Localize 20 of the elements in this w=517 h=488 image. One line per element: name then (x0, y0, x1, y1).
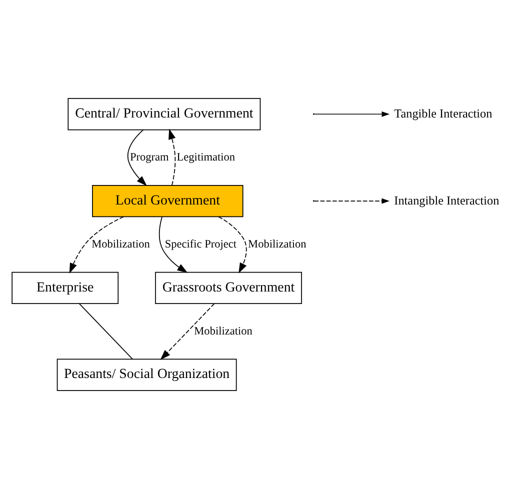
arrow (168, 128, 176, 186)
node-box: Grassroots Government (155, 271, 302, 304)
legend-label: Intangible Interaction (394, 192, 500, 207)
node-box: Central/ Provincial Government (68, 98, 261, 130)
edge-label: Mobilization (194, 324, 252, 337)
arrow (127, 129, 147, 186)
node-box: Local Government (92, 184, 244, 217)
arrow (69, 216, 124, 274)
arrow (160, 302, 215, 360)
arrow (218, 216, 247, 273)
legend-label: Tangible Interaction (394, 106, 492, 120)
edge-label: Program (130, 151, 169, 164)
edge-label: Specific Project (164, 238, 237, 250)
edge-label: Legitimation (176, 151, 236, 164)
connector (78, 302, 133, 359)
node-box: Enterprise (12, 271, 119, 304)
node-box: Peasants/ Social Organization (56, 358, 237, 390)
edge-label: Mobilization (248, 238, 306, 250)
arrow (158, 216, 188, 272)
edge-label: Mobilization (92, 238, 150, 250)
